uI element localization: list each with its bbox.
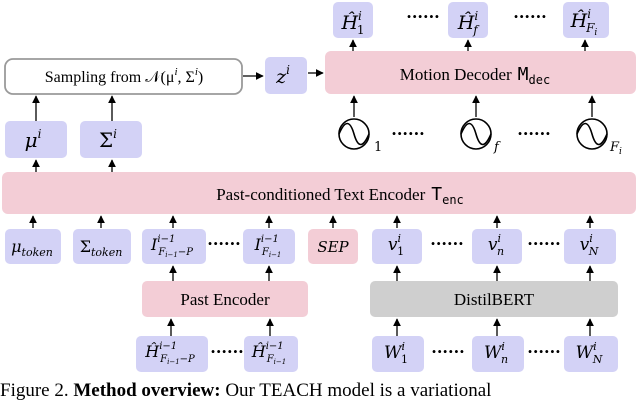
token-arrows — [29, 215, 594, 228]
output-ellipsis-1: ······ — [406, 7, 439, 26]
svg-text:vin: vin — [488, 232, 504, 258]
svg-text:Win: Win — [484, 340, 508, 366]
time-encoding-1: 1 — [338, 118, 382, 155]
svg-text:Ĥif: Ĥif — [457, 9, 480, 37]
past-token-ellipsis: ······ — [207, 234, 240, 253]
text-token-ellipsis-2: ······ — [527, 234, 560, 253]
latent-z-token: zi — [265, 57, 307, 94]
svg-text:Past Encoder: Past Encoder — [180, 290, 270, 309]
input-arrows — [167, 318, 594, 336]
svg-text:DistilBERT: DistilBERT — [454, 290, 535, 309]
svg-text:Ĥi1: Ĥi1 — [340, 9, 364, 37]
svg-text:μtoken: μtoken — [11, 237, 53, 259]
caption-rest: Our TEACH model is a variational — [220, 380, 492, 401]
past-pose-ellipsis: ······ — [210, 342, 243, 361]
caption-prefix: Figure 2. — [0, 380, 74, 401]
svg-text:μi: μi — [25, 127, 42, 152]
distilbert-block: DistilBERT — [370, 281, 618, 317]
word-input-ellipsis-2: ······ — [527, 342, 560, 361]
sep-token: SEP — [308, 229, 358, 264]
caption-bold: Method overview: — [73, 380, 221, 401]
text-encoder-block — [2, 172, 636, 214]
encoder-output-arrows — [169, 265, 594, 281]
word-input-ellipsis-1: ······ — [431, 342, 464, 361]
svg-text:WiN: WiN — [576, 340, 603, 366]
svg-text:Ĥi−1Fi−1−P: Ĥi−1Fi−1−P — [144, 341, 195, 366]
sampling-box — [4, 58, 243, 95]
sigma-token: Σi — [80, 121, 142, 158]
time-encoding-F: Fi — [576, 118, 622, 157]
motion-decoder-block — [325, 51, 636, 94]
svg-text:Ii−1Fi−1−P: Ii−1Fi−1−P — [150, 234, 193, 259]
figure-caption: Figure 2. Method overview: Our TEACH mod… — [0, 380, 640, 403]
svg-text:Σtoken: Σtoken — [80, 237, 123, 259]
svg-text:Σi: Σi — [99, 127, 117, 152]
sampling-label: Sampling from 𝒩(μi, Σi) — [45, 66, 203, 86]
svg-text:Ii−1Fi−1: Ii−1Fi−1 — [254, 234, 282, 259]
past-encoder-block: Past Encoder — [142, 281, 308, 317]
svg-text:SEP: SEP — [317, 238, 349, 256]
mu-token-learned: μtoken — [5, 229, 61, 264]
mu-token: μi — [5, 121, 67, 158]
time-ellipsis-1: ······ — [391, 124, 424, 143]
time-encoding-f: f — [460, 118, 501, 155]
svg-text:zi: zi — [275, 63, 290, 88]
svg-text:vi1: vi1 — [388, 232, 404, 258]
svg-text:Fi: Fi — [609, 140, 622, 157]
time-ellipsis-2: ······ — [517, 124, 550, 143]
output-ellipsis-2: ······ — [513, 7, 546, 26]
sigma-token-learned: Σtoken — [73, 229, 131, 264]
text-token-ellipsis-1: ······ — [430, 234, 463, 253]
svg-text:1: 1 — [374, 140, 382, 155]
svg-text:Wi1: Wi1 — [384, 340, 408, 366]
svg-text:Ĥi−1Fi−1: Ĥi−1Fi−1 — [251, 341, 286, 366]
svg-text:viN: viN — [580, 232, 599, 258]
svg-text:f: f — [493, 140, 501, 155]
